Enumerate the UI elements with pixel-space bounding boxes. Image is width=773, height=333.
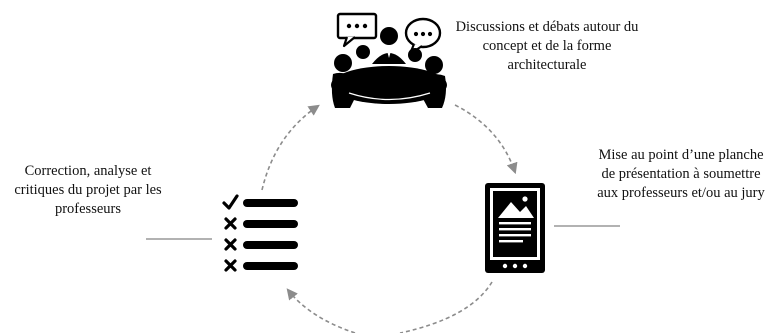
discussion-label: Discussions et débats autour du concept … xyxy=(455,19,639,73)
presentation-board-icon xyxy=(485,183,545,273)
cycle-arrow-left-to-top xyxy=(261,104,320,191)
presentation-label: Mise au point d’une planche de présentat… xyxy=(597,147,765,201)
cycle-arrow-right-to-bottom xyxy=(399,281,493,333)
correction-label: Correction, analyse et critiques du proj… xyxy=(14,163,162,217)
cycle-arrow-bottom-to-left xyxy=(286,288,356,333)
cycle-arrow-top-to-right xyxy=(454,104,518,175)
checklist-icon xyxy=(222,194,298,272)
meeting-discussion-icon xyxy=(331,12,447,108)
